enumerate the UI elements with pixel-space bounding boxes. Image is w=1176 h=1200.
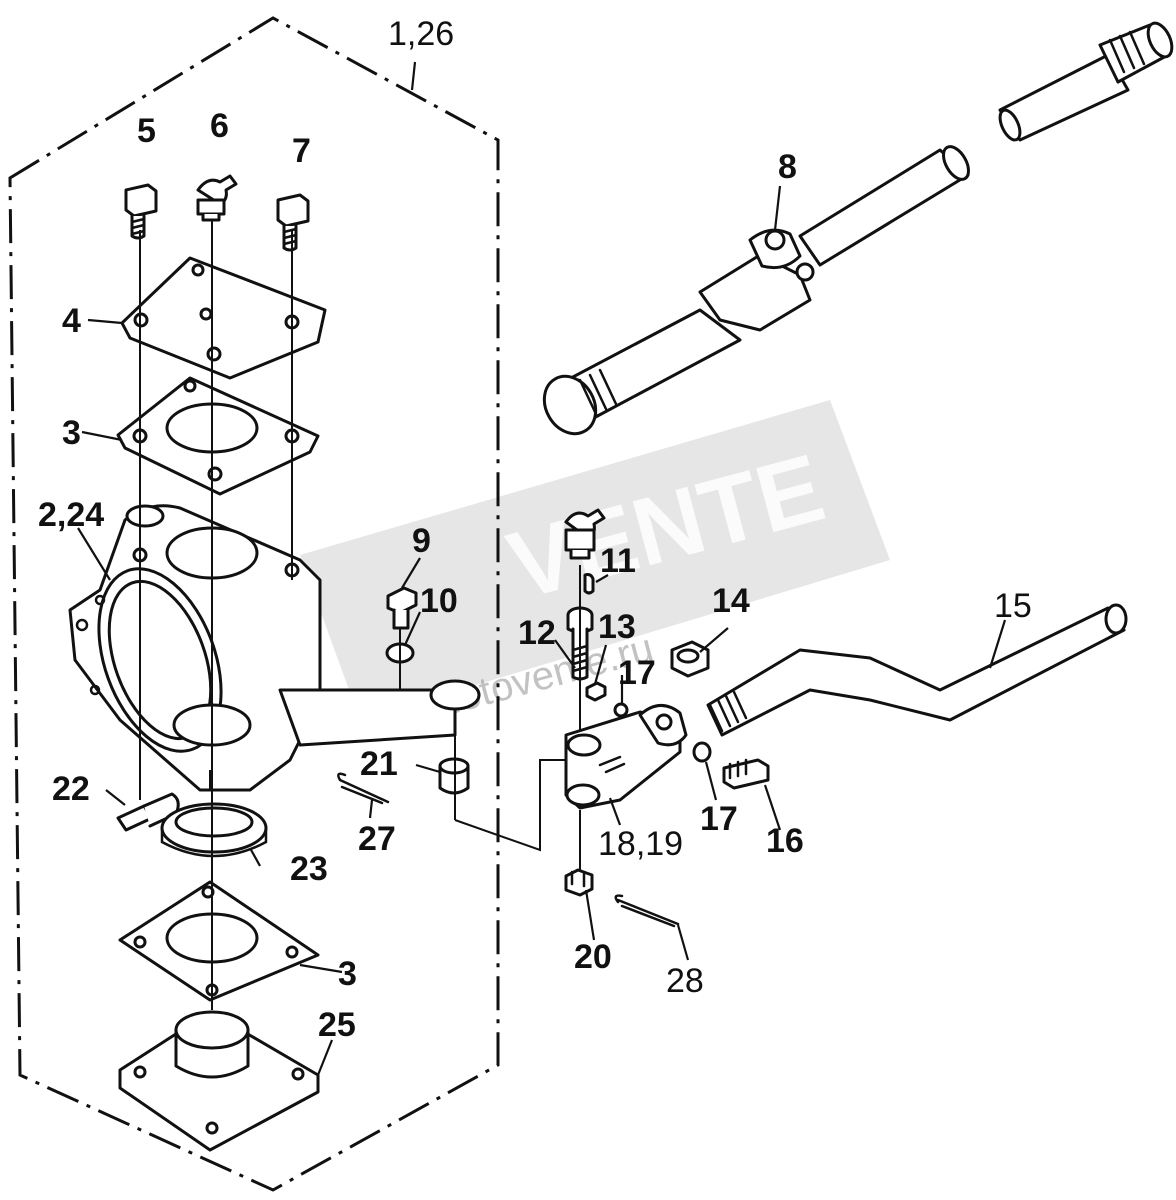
nut-14 xyxy=(670,640,710,678)
callout-28: 28 xyxy=(666,962,704,1000)
callout-1-26: 1,26 xyxy=(388,15,454,53)
callout-11: 11 xyxy=(600,542,636,580)
assembly-boundary xyxy=(8,16,500,1192)
callout-17-lower: 17 xyxy=(700,800,738,838)
steering-housing-2-24 xyxy=(68,504,481,792)
callout-8: 8 xyxy=(778,148,797,186)
steering-shaft-8 xyxy=(542,145,970,436)
callout-13: 13 xyxy=(598,608,636,646)
callout-4: 4 xyxy=(62,302,81,340)
callout-23: 23 xyxy=(290,850,328,888)
callout-25: 25 xyxy=(318,1006,356,1044)
cover-plate-4 xyxy=(120,256,327,380)
callout-7: 7 xyxy=(292,132,311,170)
leader-lines xyxy=(77,61,1007,1076)
castle-nut-20 xyxy=(564,868,594,897)
washer-17-upper xyxy=(613,702,629,718)
nut-13 xyxy=(585,681,607,702)
callout-22: 22 xyxy=(52,770,90,808)
callout-15: 15 xyxy=(994,587,1032,625)
grease-fitting-6 xyxy=(196,174,238,222)
watermark-band xyxy=(300,400,890,720)
bolt-5 xyxy=(124,183,158,240)
shaft-segment-upper xyxy=(998,21,1174,142)
callout-5: 5 xyxy=(137,112,156,150)
pin-11 xyxy=(583,573,595,595)
callout-16: 16 xyxy=(766,822,804,860)
grease-fitting-upper xyxy=(564,508,606,560)
gasket-3-bottom xyxy=(118,880,320,1002)
bolt-16 xyxy=(722,758,770,790)
washer-17-lower xyxy=(692,741,712,763)
callout-12: 12 xyxy=(518,614,556,652)
cotter-pin-28 xyxy=(614,894,680,928)
bottom-cover-25 xyxy=(118,1010,320,1152)
gasket-3-top xyxy=(116,376,320,496)
steering-rod-15 xyxy=(706,603,1128,737)
lever-18-19 xyxy=(564,704,688,810)
callout-3-top: 3 xyxy=(62,414,81,452)
seal-23 xyxy=(160,802,268,858)
cotter-pin-27 xyxy=(337,772,390,805)
axis-lines xyxy=(139,220,293,1010)
callout-18-19: 18,19 xyxy=(598,825,683,863)
callout-21: 21 xyxy=(360,745,398,783)
bolt-9 xyxy=(386,586,418,630)
callout-6: 6 xyxy=(210,107,229,145)
callout-14: 14 xyxy=(712,582,750,620)
callout-2-24: 2,24 xyxy=(38,496,104,534)
callout-9: 9 xyxy=(412,522,431,560)
bolt-7 xyxy=(276,193,310,252)
callout-labels: 1,26 5 6 7 4 3 2,24 22 23 3 25 8 9 10 21… xyxy=(38,15,1032,1044)
callout-27: 27 xyxy=(358,820,396,858)
callout-17-upper: 17 xyxy=(618,654,656,692)
callout-10: 10 xyxy=(420,582,458,620)
callout-20: 20 xyxy=(574,938,612,976)
callout-3-bottom: 3 xyxy=(338,955,357,993)
